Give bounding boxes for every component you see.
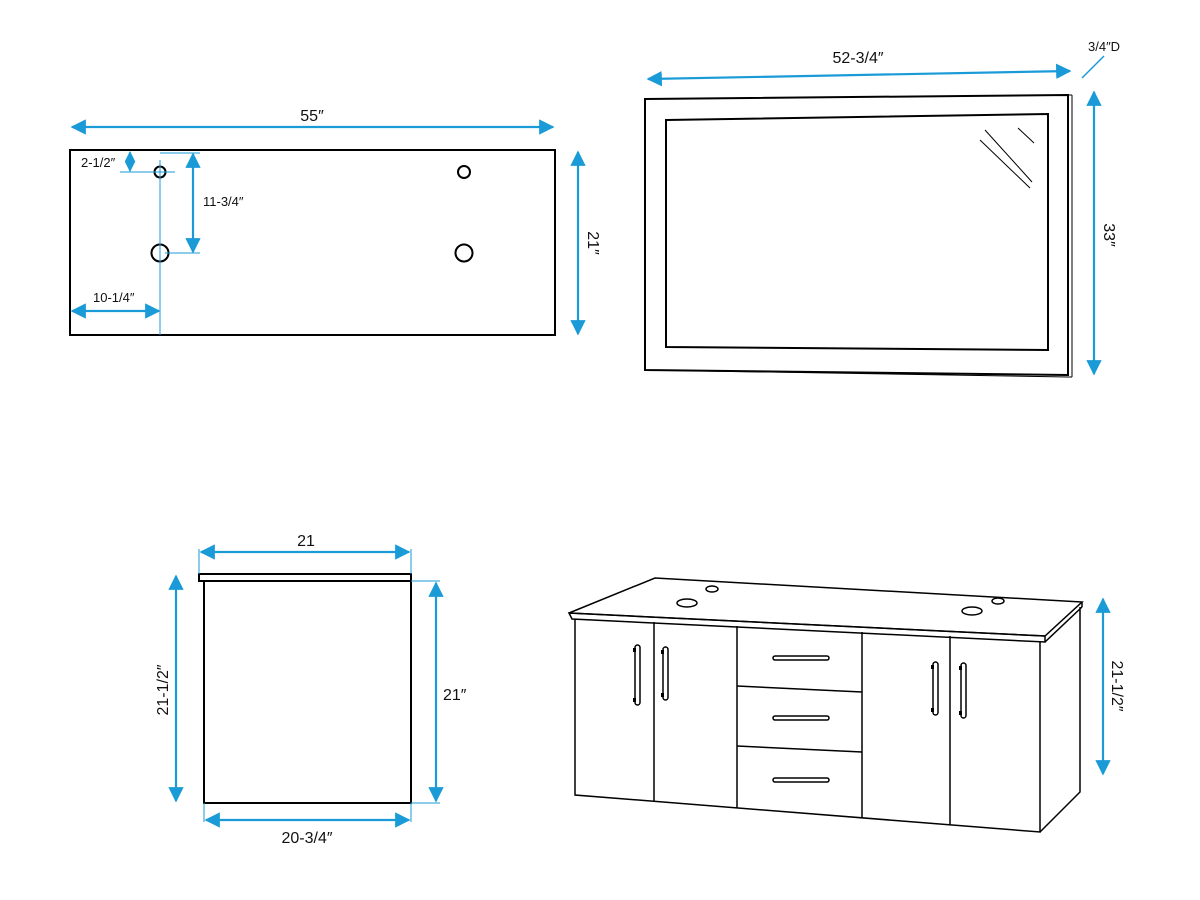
countertop-outline [69,149,556,336]
side-cabinet-depth-label: 20-3/4″ [281,830,332,847]
mirror-frame-outline [644,93,1069,377]
hole-from-side-label: 10-1/4″ [93,290,135,305]
mirror-width-label: 52-3/4″ [832,50,883,67]
door-handle-2 [661,646,669,701]
glass-reflection-2 [979,139,1031,189]
glass-reflection-1 [984,129,1033,183]
front-drain-right [961,606,983,616]
mirror-depth-label: 3/4″D [1088,39,1120,54]
drawer-handle-2 [772,715,830,721]
glass-reflection-3 [1017,127,1035,144]
side-total-height-label: 21-1/2″ [155,664,172,715]
door-handle-3 [931,661,939,716]
hole-from-back-label: 2-1/2″ [81,155,116,170]
depth-label: 21″ [584,231,601,255]
door-handle-4 [959,662,967,719]
mirror-depth-leader [1081,55,1105,79]
front-cabinet-outline [574,619,1041,833]
cabinet-front-view: 21-1/2″ [567,577,1125,833]
mirror-glass [665,112,1049,352]
drain-hole-right [454,243,474,263]
side-cabinet-body [203,580,412,804]
faucet-hole-right [457,165,471,179]
drawer-handle-3 [772,777,830,783]
drawer-divider-1 [736,685,863,693]
drawer-handle-1 [772,655,830,661]
width-label: 55″ [300,108,324,125]
door-handle-1 [633,644,641,706]
front-faucet-hole-left [705,585,719,593]
mirror-view: 52-3/4″ 33″ 3/4″D [644,39,1120,378]
mirror-width-dimension-line [646,63,1072,87]
front-faucet-hole-right [991,597,1005,605]
side-cabinet-height-label: 21″ [443,687,467,704]
hole-spacing-label: 11-3/4″ [203,194,244,209]
countertop-top-view: 55″ 21″ 2-1/2″ 11-3/4″ 10-1/4″ [69,108,601,336]
drawer-divider-2 [736,745,863,753]
side-top-slab [198,573,412,582]
front-countertop [568,577,1084,637]
front-height-label: 21-1/2″ [1108,660,1125,711]
mirror-height-label: 33″ [1100,223,1117,247]
side-top-depth-label: 21 [297,533,315,550]
front-drain-left [676,598,698,608]
cabinet-side-view: 21 20-3/4″ 21-1/2″ 21″ [155,533,467,847]
